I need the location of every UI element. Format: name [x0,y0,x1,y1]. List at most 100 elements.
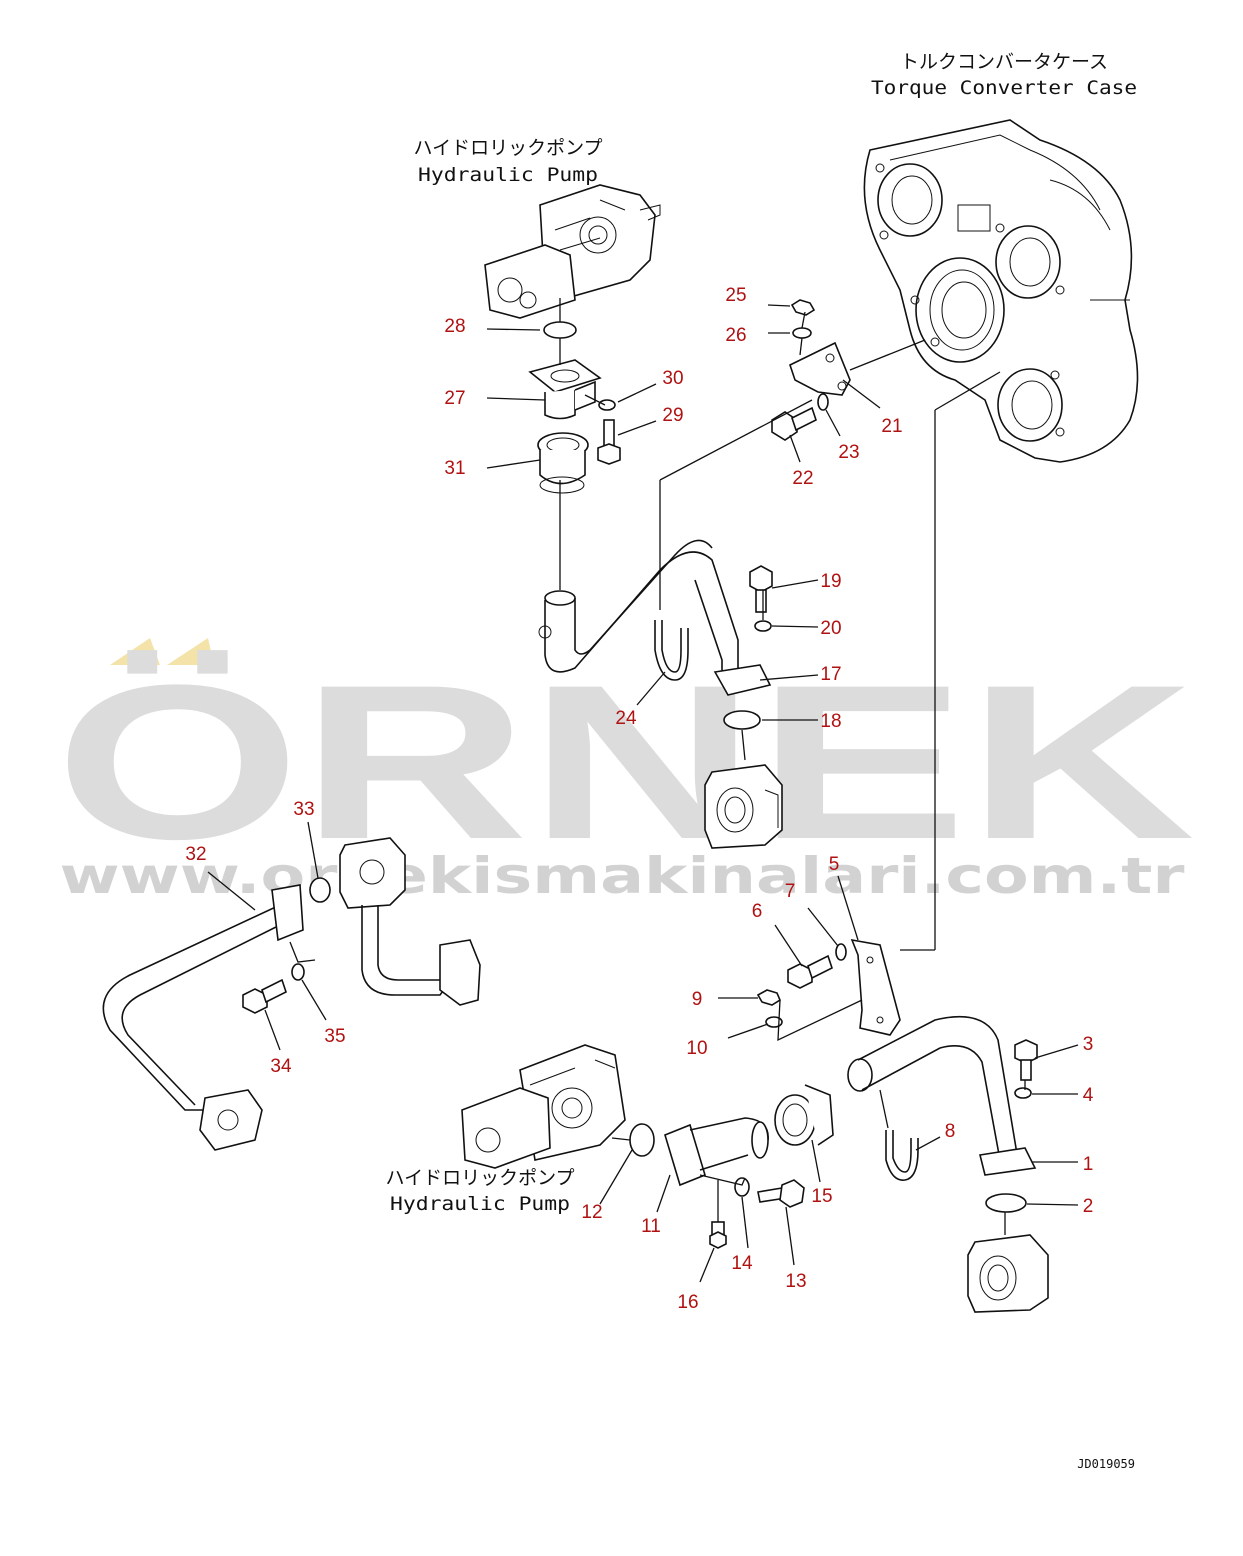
callout-33: 33 [293,799,314,820]
watermark: ÖRNEK www.ornekismakinalari.com.tr [55,638,1195,905]
hydraulic-pump-bottom [461,1044,626,1169]
bolt-13 [757,1179,805,1208]
hydraulic-pump-bottom-caption-jp: ハイドロリックポンプ [385,1167,574,1189]
fitting-16 [709,1221,727,1249]
drawing-code: JD019059 [1077,1457,1135,1471]
callout-27: 27 [444,388,465,409]
washer-4 [1014,1087,1032,1099]
part-27-adapter [528,359,602,420]
washer-10 [765,1016,783,1028]
callout-1: 1 [1083,1154,1094,1175]
callout-30: 30 [662,368,683,389]
washer-26 [792,327,812,339]
nuts-washers [291,299,1032,1197]
part-32-pipe [102,884,304,1151]
callout-20: 20 [820,618,841,639]
bolt-29 [597,419,621,465]
callout-4: 4 [1083,1085,1094,1106]
washer-35 [291,963,305,981]
bolt-3 [1014,1039,1038,1081]
case-main-bore [915,257,1005,363]
bolt-6 [787,954,833,989]
pump-top-front-body [484,244,576,319]
o-ring-33 [309,877,331,903]
hydraulic-pump-bottom-caption-en: Hydraulic Pump [390,1193,570,1215]
callout-19: 19 [820,571,841,592]
leader-lines [207,304,1079,1283]
nut-9 [756,989,782,1006]
callout-13: 13 [785,1271,806,1292]
part-1-pipe [847,1016,1037,1176]
watermark-brand: ÖRNEK [55,639,1195,885]
callout-5: 5 [829,854,840,875]
callout-32: 32 [185,844,206,865]
watermark-url: www.ornekismakinalari.com.tr [60,847,1185,905]
callout-21: 21 [881,416,902,437]
watermark-accent-right [167,638,214,665]
o-ring-28 [543,321,577,339]
part-callouts: 1 2 3 4 5 6 7 8 9 10 11 12 13 14 15 16 1… [185,285,1093,1313]
case-boss-3 [997,368,1063,442]
callout-25: 25 [725,285,746,306]
callout-24: 24 [615,708,637,729]
callout-10: 10 [686,1038,707,1059]
assembly-lines [289,298,1026,1235]
washer-7 [835,943,847,961]
bolt-34 [242,978,287,1014]
captions: トルクコンバータケース Torque Converter Case ハイドロリッ… [385,51,1137,1471]
callout-29: 29 [662,405,683,426]
callout-3: 3 [1083,1034,1094,1055]
callout-7: 7 [785,881,796,902]
part-5-bracket [850,938,901,1036]
washer-30 [598,399,616,411]
o-ring-12 [629,1123,655,1157]
washer-14 [734,1177,750,1197]
callout-6: 6 [752,901,763,922]
part-15-clamp [774,1084,834,1146]
callout-11: 11 [641,1216,661,1237]
callout-31: 31 [444,458,465,479]
watermark-accent-left [110,638,160,665]
callout-9: 9 [692,989,703,1010]
u-bolt-8 [885,1130,919,1181]
ghost-pump-housing [339,837,481,1006]
callout-2: 2 [1083,1196,1094,1217]
washer-23 [817,393,829,411]
o-ring-18 [723,710,761,730]
u-bolt-24 [654,620,689,681]
pump-bottom-front-body [461,1087,551,1169]
callout-12: 12 [581,1202,602,1223]
callout-23: 23 [838,442,859,463]
callout-16: 16 [677,1292,698,1313]
callout-34: 34 [270,1056,292,1077]
hydraulic-pump-top-caption-jp: ハイドロリックポンプ [413,137,602,159]
hydraulic-pump-top [484,184,661,319]
torque-converter-caption-jp: トルクコンバータケース [900,51,1108,73]
part-31-clamp [537,432,589,494]
callout-18: 18 [820,711,841,732]
o-rings [309,321,1027,1213]
nut-25 [790,299,816,316]
callout-17: 17 [820,664,841,685]
callout-8: 8 [945,1121,956,1142]
valve-block-right [967,1234,1049,1313]
o-ring-2 [985,1193,1027,1213]
case-boss-1 [877,163,943,237]
torque-converter-caption-en: Torque Converter Case [871,77,1137,99]
case-boss-2 [995,225,1061,299]
hydraulic-pump-top-caption-en: Hydraulic Pump [418,164,598,186]
part-21-bracket [789,341,851,396]
callout-26: 26 [725,325,746,346]
callout-15: 15 [811,1186,832,1207]
bolt-22 [771,406,817,441]
valve-block-center [704,764,783,849]
part-11-elbow [664,1117,769,1187]
callout-35: 35 [324,1026,345,1047]
callout-22: 22 [792,468,813,489]
bolt-19 [749,565,773,613]
callout-28: 28 [444,316,465,337]
torque-converter-case [863,119,1139,463]
washer-20 [754,620,772,632]
